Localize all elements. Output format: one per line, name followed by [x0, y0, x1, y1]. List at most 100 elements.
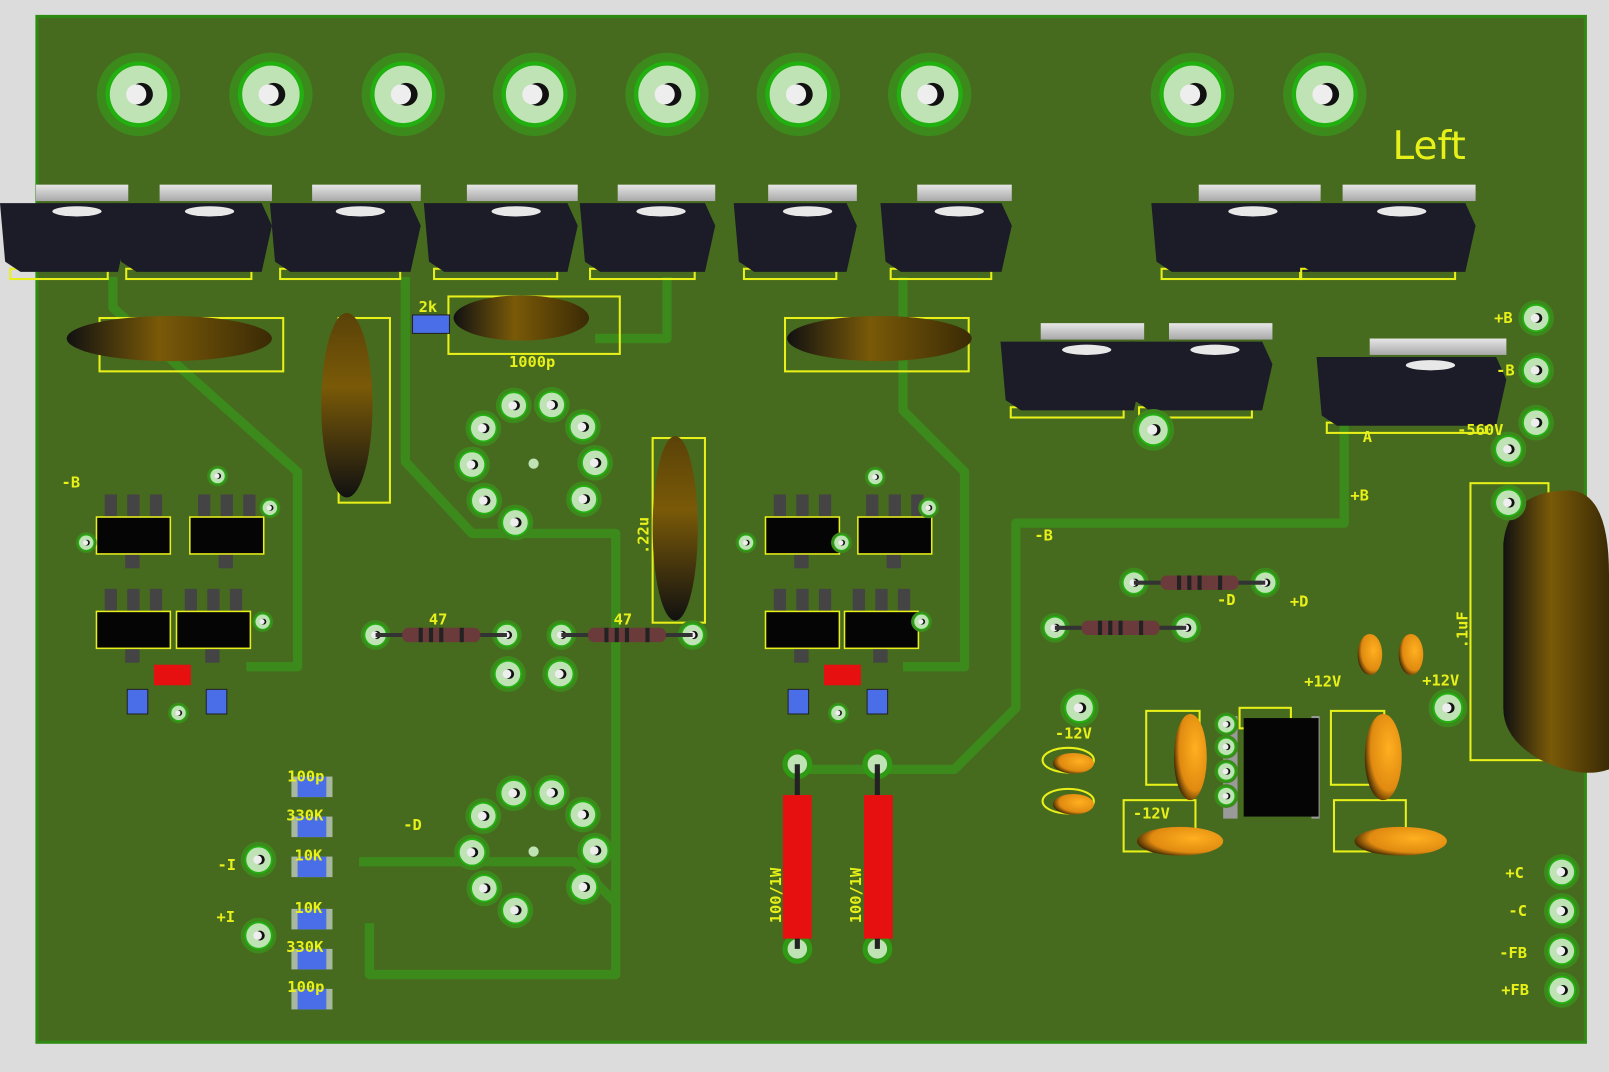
pad-hole-highlight — [510, 518, 519, 527]
smd-body — [297, 856, 327, 878]
transistor-body — [579, 203, 716, 272]
transistor-tab — [312, 184, 421, 202]
transistor-hole — [184, 206, 235, 217]
smd-body — [95, 610, 172, 650]
via-pad — [207, 465, 228, 487]
socket-pin — [454, 446, 490, 483]
label-1uf: .1uF — [1453, 611, 1471, 648]
smd-body — [297, 776, 327, 798]
axial-resistor — [546, 620, 708, 650]
smd-body — [843, 610, 920, 650]
pad-hole-highlight — [918, 619, 924, 625]
smd-lead — [875, 588, 888, 612]
to220-transistor — [1316, 338, 1507, 434]
smd-lead — [794, 648, 809, 663]
pad-hole-highlight — [175, 710, 181, 716]
via-pad — [864, 466, 886, 488]
transistor-tab — [1369, 338, 1507, 355]
resistor-band — [645, 627, 650, 643]
label-100p-bot: 100p — [287, 978, 324, 996]
smd-lead — [218, 553, 233, 569]
pad-hole-highlight — [253, 855, 262, 864]
connector-pad[interactable] — [1543, 854, 1580, 890]
smd-lead — [243, 494, 256, 518]
connector-pad[interactable] — [1518, 300, 1554, 336]
pad-hole-highlight — [589, 846, 599, 855]
connector-pad[interactable] — [1518, 352, 1554, 389]
smd-capacitor-blue — [126, 688, 149, 715]
transistor-body — [269, 203, 421, 272]
smd-body — [297, 908, 327, 930]
socket-pin — [465, 798, 502, 834]
smd-lead — [229, 588, 243, 612]
connector-pad[interactable] — [1518, 404, 1554, 441]
top-terminal-pad — [229, 52, 313, 137]
pad — [1060, 688, 1099, 728]
label-plus-d: +D — [1290, 592, 1309, 610]
to220-transistor — [115, 184, 272, 281]
connector-label-minus-b: -B — [1496, 361, 1515, 379]
connector-pad[interactable] — [1543, 972, 1580, 1008]
input-pad-minus-i — [240, 841, 277, 878]
pad-hole-highlight — [390, 84, 412, 105]
smd-transistor — [843, 588, 920, 663]
connector-pad[interactable] — [1490, 431, 1527, 468]
connector-pad[interactable] — [1543, 893, 1580, 929]
label-100-1w-a: 100/1W — [767, 867, 785, 923]
pad-hole-highlight — [1556, 946, 1566, 956]
transistor-tab — [466, 184, 578, 202]
transistor-tab — [35, 184, 129, 202]
tube-socket — [454, 387, 614, 541]
transistor-hole — [1190, 344, 1240, 355]
connector-label-plus-fb: +FB — [1501, 981, 1529, 999]
label-100-1w-b: 100/1W — [847, 867, 865, 923]
pad-hole-highlight — [1222, 793, 1229, 799]
top-terminal-pad — [888, 52, 972, 137]
board-title: Left — [1392, 124, 1465, 169]
to220-transistor — [423, 184, 578, 281]
smd-capacitor-blue — [866, 688, 889, 715]
smd-body — [857, 516, 933, 555]
socket-center — [528, 458, 539, 469]
smd-resistor-red — [153, 664, 191, 686]
connector-pad[interactable] — [1543, 933, 1580, 969]
socket-center — [528, 846, 539, 857]
transistor-tab — [917, 184, 1012, 202]
pad-hole-highlight — [253, 931, 262, 940]
resistor-band — [1097, 620, 1103, 635]
pad-hole-highlight — [1503, 498, 1512, 507]
transistor-tab — [1342, 184, 1476, 202]
smd-lead — [198, 494, 211, 518]
pad-hole-highlight — [522, 84, 543, 105]
smd-lead — [207, 588, 220, 612]
resistor-band — [1197, 575, 1202, 590]
label-a: A — [1363, 428, 1373, 446]
smd-body — [297, 948, 327, 970]
pad-hole-highlight — [925, 505, 931, 511]
smd-capacitor-blue — [205, 688, 228, 715]
via-pad — [735, 532, 757, 554]
tube-socket — [454, 774, 614, 929]
resistor-band — [418, 627, 423, 643]
pad-hole-highlight — [917, 84, 938, 105]
pad-hole-highlight — [1147, 424, 1158, 435]
connector-pads[interactable] — [1214, 300, 1580, 1008]
to220-transistor — [1151, 184, 1321, 281]
label-minus-d-left: -D — [403, 816, 422, 834]
connector-pad[interactable] — [1490, 484, 1527, 521]
smd-capacitor-blue — [787, 688, 810, 715]
smd-body — [95, 516, 172, 555]
smd-lead — [773, 494, 787, 518]
smd-transistor — [95, 494, 172, 569]
smd-lead — [184, 588, 198, 612]
label-minus-d-right: -D — [1217, 591, 1236, 609]
top-terminal-pad — [492, 52, 577, 137]
transistor-tab — [1040, 323, 1145, 340]
pad-hole-highlight — [477, 423, 487, 433]
transistor-hole — [1062, 344, 1112, 355]
to220-transistor — [1290, 184, 1476, 281]
pad-hole-highlight — [259, 619, 265, 625]
smd-lead — [127, 494, 140, 518]
pad-hole-highlight — [1222, 721, 1229, 728]
smd-lead — [773, 588, 787, 612]
